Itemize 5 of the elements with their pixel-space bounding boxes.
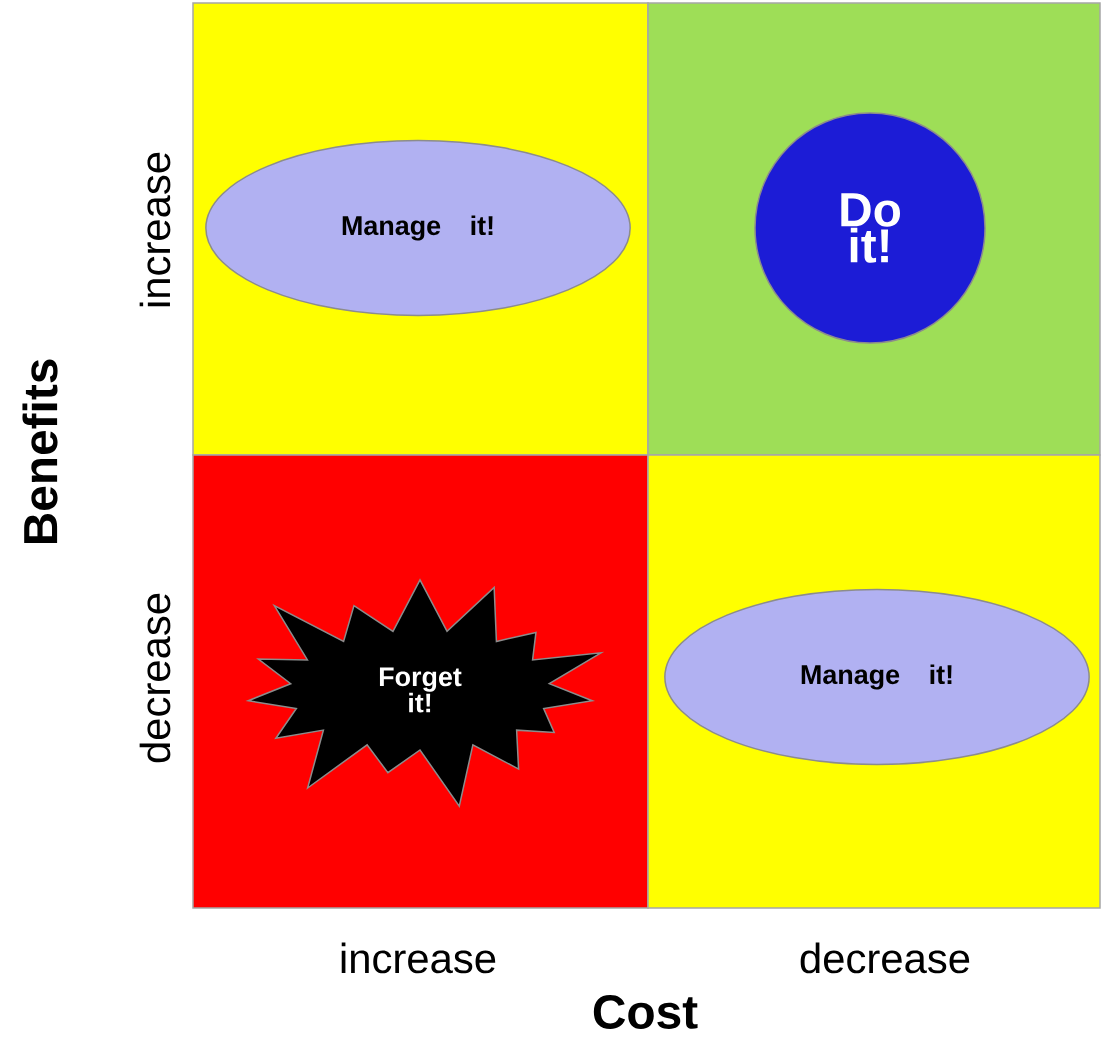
- axis-title: Cost: [593, 995, 698, 1029]
- axis-value-label: increase: [341, 942, 496, 974]
- axis-title: Benefits: [22, 359, 58, 544]
- axis-value-label: decrease: [800, 942, 970, 974]
- axis-value-label: decrease: [139, 593, 171, 763]
